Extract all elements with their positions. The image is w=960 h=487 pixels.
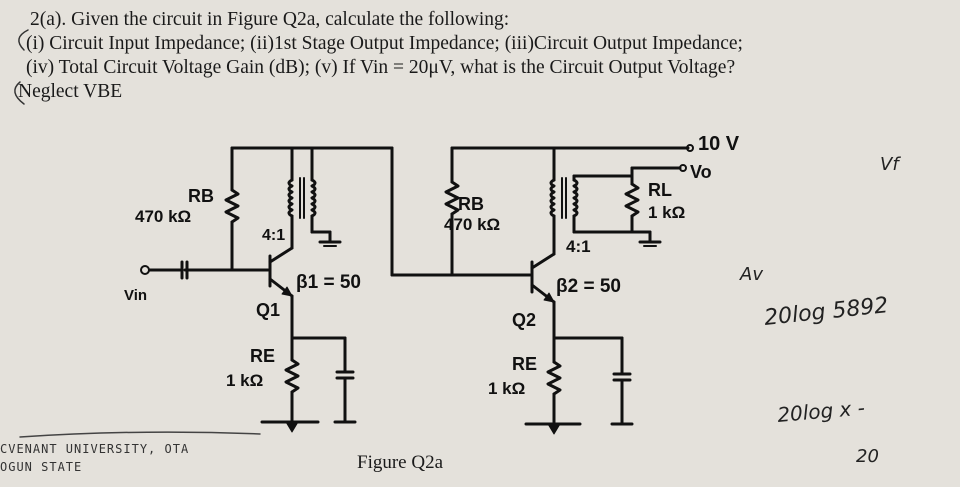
vo-label: Vo	[690, 162, 712, 182]
hand-note-20log-5892: 20log 5892	[763, 293, 889, 331]
ground1-arrow	[285, 421, 299, 433]
t2-ratio: 4:1	[566, 237, 591, 256]
question-text: 2(a). Given the circuit in Figure Q2a, c…	[18, 8, 953, 104]
question-line-1: 2(a). Given the circuit in Figure Q2a, c…	[30, 9, 510, 30]
hand-note-vf: Vf	[880, 154, 901, 175]
rb2-value: 470 kΩ	[444, 215, 500, 234]
q2-emitter-arrow	[543, 292, 555, 303]
t1-secondary-coil	[310, 178, 317, 218]
question-line-2: (i) Circuit Input Impedance; (ii)1st Sta…	[26, 33, 743, 54]
supply-terminal	[686, 144, 694, 152]
rl-resistor	[624, 182, 640, 218]
t1-ratio: 4:1	[262, 227, 285, 244]
rl-name: RL	[648, 180, 672, 200]
stamp-line-1: CVENANT UNIVERSITY, OTA	[0, 442, 190, 456]
rb1-resistor	[224, 188, 240, 224]
rb1-value: 470 kΩ	[135, 207, 191, 226]
q2-beta: β2 = 50	[556, 276, 621, 297]
supply-label: 10 V	[698, 133, 740, 155]
figure-caption: Figure Q2a	[357, 452, 444, 473]
rb2-name: RB	[458, 194, 484, 214]
stamp-line-2: OGUN STATE	[0, 460, 83, 474]
re1-value: 1 kΩ	[226, 371, 263, 390]
university-stamp: CVENANT UNIVERSITY, OTA OGUN STATE	[0, 440, 189, 476]
t1-primary-coil	[287, 178, 294, 218]
re1-name: RE	[250, 346, 275, 366]
hand-note-20log-x: 20log x -	[776, 395, 865, 427]
re1-resistor	[284, 358, 300, 394]
vin-label: Vin	[124, 287, 147, 304]
hand-bracket-1	[18, 29, 29, 51]
q1-emitter-arrow	[281, 286, 293, 297]
re2-resistor	[546, 360, 562, 396]
re2-value: 1 kΩ	[488, 379, 525, 398]
question-line-4: Neglect VBE	[18, 81, 123, 102]
hand-bracket-2	[14, 81, 25, 105]
vo-terminal	[679, 164, 687, 172]
q1-collector-leg	[268, 246, 294, 264]
re2-name: RE	[512, 354, 537, 374]
rb2-resistor	[444, 180, 460, 216]
rl-value: 1 kΩ	[648, 203, 685, 222]
q2-collector-leg	[530, 252, 556, 270]
question-line-3: (iv) Total Circuit Voltage Gain (dB); (v…	[26, 57, 736, 78]
q1-beta: β1 = 50	[296, 272, 361, 293]
hand-underline	[19, 431, 261, 438]
t2-primary-coil	[549, 178, 556, 218]
t2-secondary-coil	[572, 178, 579, 218]
q1-name: Q1	[256, 300, 280, 320]
ground2-arrow	[547, 423, 561, 435]
rb1-name: RB	[188, 186, 214, 206]
vin-terminal	[140, 265, 150, 275]
hand-note-20: 20	[856, 446, 879, 467]
hand-note-av: Av	[739, 264, 763, 285]
q2-name: Q2	[512, 310, 536, 330]
